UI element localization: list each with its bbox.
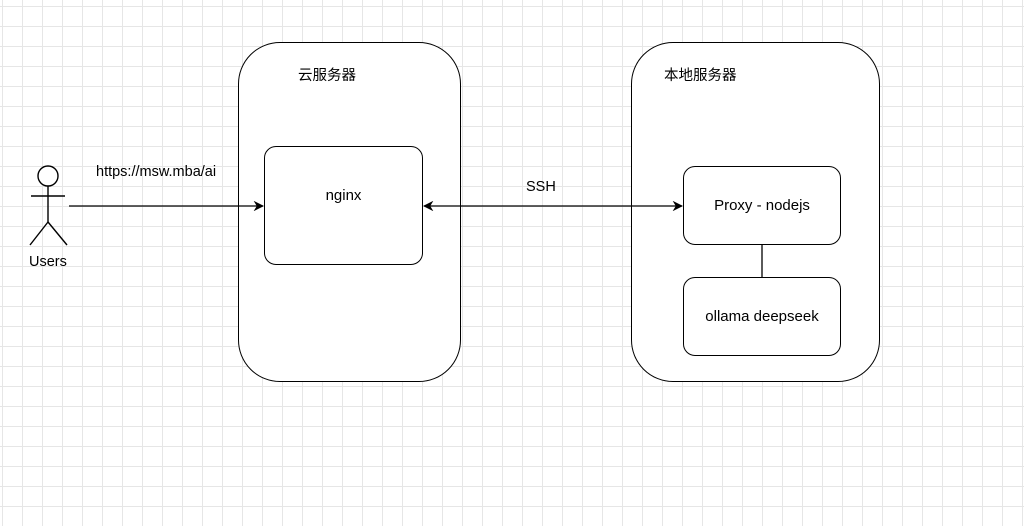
local-server-title: 本地服务器 [664, 68, 737, 84]
cloud-server-title: 云服务器 [298, 68, 356, 84]
proxy-nodejs-node-label: Proxy - nodejs [714, 197, 810, 214]
nginx-node-label: nginx [325, 187, 362, 204]
edge-label-ssh: SSH [526, 179, 556, 195]
actor-label: Users [29, 254, 67, 270]
proxy-nodejs-node[interactable]: Proxy - nodejs [683, 166, 841, 245]
stick-figure-actor-icon[interactable] [29, 165, 68, 246]
ollama-deepseek-node-label: ollama deepseek [705, 308, 819, 325]
nginx-node[interactable]: nginx [264, 146, 423, 265]
ollama-deepseek-node[interactable]: ollama deepseek [683, 277, 841, 356]
edge-label-url: https://msw.mba/ai [96, 164, 217, 180]
